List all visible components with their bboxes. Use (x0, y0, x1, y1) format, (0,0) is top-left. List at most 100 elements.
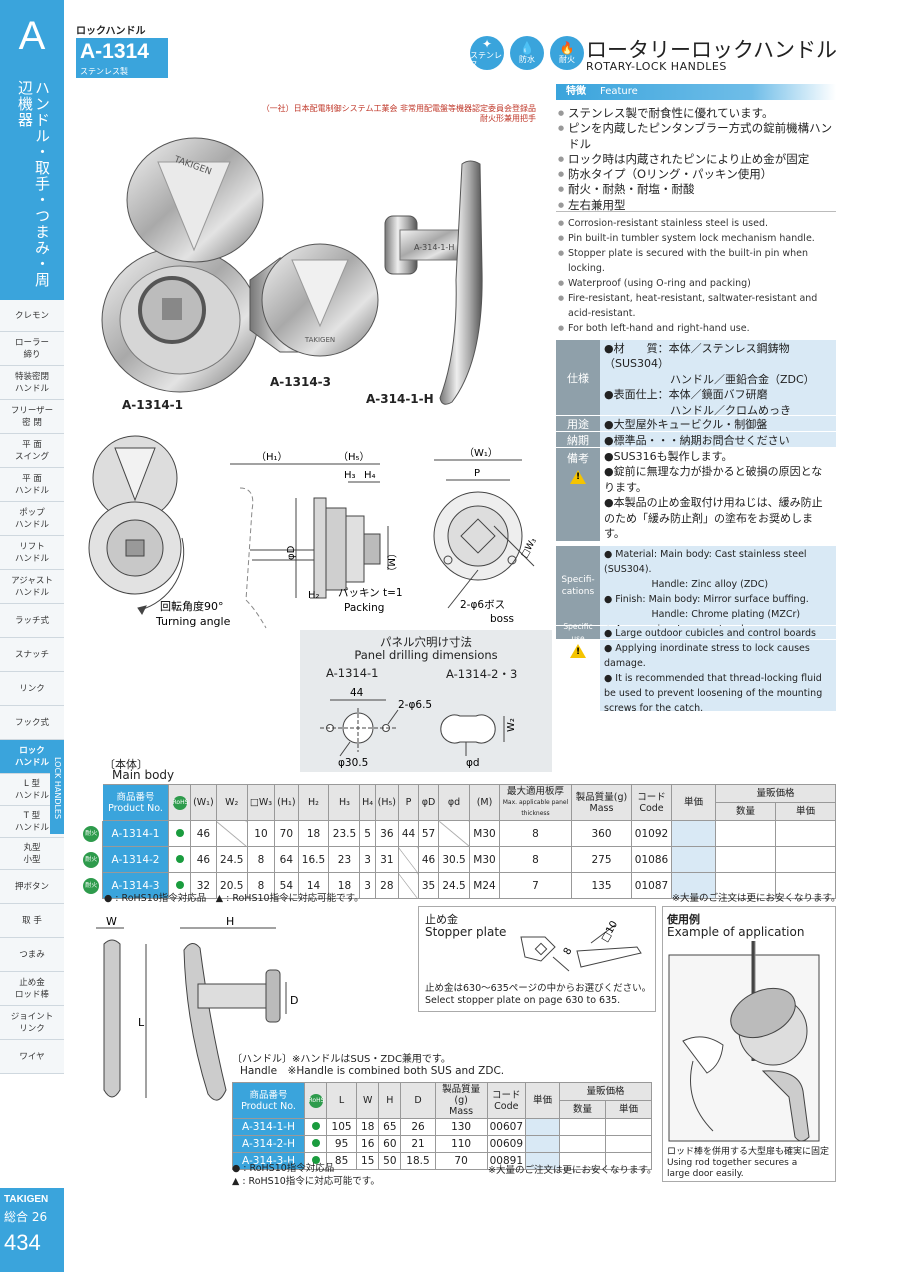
feature-list-en: Corrosion-resistant stainless steel is u… (558, 216, 840, 336)
warning-icon (570, 470, 586, 484)
sidebar-nav: クレモンローラー締り特装密閉ハンドルフリーザー密 閉平 面スイング平 面ハンドル… (0, 300, 64, 1074)
application-example-box: 使用例 Example of application ロッド棒を併用する大型扉も… (662, 906, 836, 1182)
svg-text:W: W (106, 915, 117, 928)
svg-text:2-φ6ボス: 2-φ6ボス (460, 599, 505, 611)
remark-line: ●SUS316も製作します。 (604, 450, 733, 463)
sidebar-item[interactable]: ポップハンドル (0, 502, 64, 536)
spec-line-en: Handle: Zinc alloy (ZDC) (604, 579, 769, 590)
spec-line-en: Handle: Chrome plating (MZCr) (604, 609, 801, 620)
volume-note: ※大量のご注文は更にお安くなります。 (672, 893, 841, 904)
unit-price-cell (525, 1152, 560, 1170)
section-vertical-title: ハンドル・取手・つまみ・周辺機器 (16, 80, 51, 288)
spec-lines: ●材 質：本体／ステンレス鋼鋳物（SUS304） ハンドル／亜鉛合金（ZDC）●… (600, 340, 836, 447)
fire-resistant-badge: 耐火 (83, 877, 100, 894)
unit-price-cell (671, 872, 716, 899)
spec-line-en: ● Finish: Main body: Mirror surface buff… (604, 594, 809, 605)
sidebar-item[interactable]: 丸型小型 (0, 838, 64, 870)
rohs-dot (175, 880, 184, 889)
sidebar-item[interactable]: 平 面ハンドル (0, 468, 64, 502)
section-letter: A (18, 14, 46, 58)
feature-item: ロック時は内蔵されたピンにより止め金が固定 (558, 152, 840, 168)
model-material: ステンレス製 (80, 67, 128, 76)
product-number: A-314-1-H (232, 1118, 305, 1136)
rohs-dot (175, 828, 184, 837)
water-drop-icon: 💧防水 (510, 36, 544, 70)
panel-drilling-box: パネル穴明け寸法 Panel drilling dimensions A-131… (300, 630, 552, 772)
sidebar-item[interactable]: ローラー締り (0, 332, 64, 366)
sidebar-item[interactable]: クレモン (0, 300, 64, 332)
remark-line-en: ● It is recommended that thread-locking … (604, 673, 826, 714)
sidebar-item[interactable]: 平 面スイング (0, 434, 64, 468)
volume-note-2: ※大量のご注文は更にお安くなります。 (488, 1165, 657, 1176)
sidebar-item[interactable]: ジョイントリンク (0, 1006, 64, 1040)
qty-cell (715, 872, 776, 899)
svg-text:（H₅）: （H₅） (338, 451, 370, 463)
qty-cell (715, 820, 776, 847)
a1314-1-photo: TAKIGEN (101, 137, 264, 393)
sidebar-item[interactable]: 特装密閉ハンドル (0, 366, 64, 400)
svg-text:（W₁）: （W₁） (464, 447, 498, 459)
spec-line-en: ● Material: Main body: Cast stainless st… (604, 549, 810, 575)
sidebar-item[interactable]: ラッチ式 (0, 604, 64, 638)
remark-line-en: ● Applying inordinate stress to lock cau… (604, 643, 813, 669)
sidebar-item[interactable]: リンク (0, 672, 64, 706)
rohs-dot (311, 1156, 320, 1164)
turning-angle-en: Turning angle (155, 615, 231, 628)
sidebar-item[interactable]: 止め金ロッド棒 (0, 972, 64, 1006)
svg-text:D: D (290, 994, 298, 1007)
feature-list-jp: ステンレス製で耐食性に優れています。ピンを内蔵したピンタンブラー方式の錠前機構ハ… (558, 106, 840, 213)
feature-item: ステンレス製で耐食性に優れています。 (558, 106, 840, 122)
sidebar-item[interactable]: アジャストハンドル (0, 570, 64, 604)
feature-item-en: Pin built-in tumbler system lock mechani… (558, 231, 840, 246)
svg-text:H: H (226, 915, 234, 928)
main-body-title-jp: 〔本体〕 (104, 758, 148, 771)
sidebar-item[interactable]: フリーザー密 閉 (0, 400, 64, 434)
delivery-text: ●標準品・・・納期お問合せください (600, 432, 836, 447)
volume-price-cell (775, 846, 836, 873)
sidebar-item[interactable]: 押ボタン (0, 870, 64, 904)
warning-icon (570, 644, 586, 658)
flame-icon: 🔥耐火 (550, 36, 584, 70)
caption-a1314-3: A-1314-3 (270, 375, 331, 389)
feature-item-en: Fire-resistant, heat-resistant, saltwate… (558, 291, 840, 321)
category-label: ロックハンドル (76, 26, 146, 37)
a314-1-h-photo: A-314-1-H (384, 160, 483, 405)
page-title: ロータリーロックハンドル (586, 38, 837, 62)
remarks-jp: ●SUS316も製作します。●錠前に無理な力が掛かると破損の原因となります。●本… (600, 448, 836, 541)
handle-engraving: A-314-1-H (414, 243, 454, 252)
handle-drawing: W H L D (96, 915, 298, 1101)
svg-text:2-φ6.5: 2-φ6.5 (398, 699, 432, 711)
svg-text:W₂: W₂ (506, 718, 517, 732)
sidebar-item[interactable]: つまみ (0, 938, 64, 972)
volume-price-cell (775, 872, 836, 899)
feature-item-en: Corrosion-resistant stainless steel is u… (558, 216, 840, 231)
sparkle-icon: ✦ステンレス (470, 36, 504, 70)
rohs-dot (175, 854, 184, 863)
svg-text:□W₃: □W₃ (520, 536, 539, 560)
svg-text:（H₁）: （H₁） (256, 451, 288, 463)
sidebar-item[interactable]: 取 手 (0, 904, 64, 938)
feature-item: ピンを内蔵したピンタンブラー方式の錠前機構ハンドル (558, 121, 840, 152)
unit-price-cell (671, 846, 716, 873)
sidebar-item[interactable]: リフトハンドル (0, 536, 64, 570)
svg-text:L: L (138, 1016, 145, 1029)
svg-text:□10: □10 (600, 919, 621, 944)
sidebar-item[interactable]: ワイヤ (0, 1040, 64, 1074)
volume-price-cell (775, 820, 836, 847)
main-body-title-en: Main body (112, 768, 175, 782)
remark-line: ●錠前に無理な力が掛かると破損の原因となります。 (604, 465, 823, 494)
svg-text:P: P (474, 468, 480, 479)
certification-note: （一社）日本配電制御システム工業会 非常用配電盤等機器認定委員会登録品 耐火形兼… (261, 104, 536, 123)
product-number: A-314-3-H (232, 1152, 305, 1170)
spec-line: ●表面仕上：本体／鏡面バフ研磨 (604, 388, 768, 402)
sidebar-item[interactable]: フック式 (0, 706, 64, 740)
turning-angle-jp: 回転角度90° (160, 599, 224, 613)
sidebar-item[interactable]: スナッチ (0, 638, 64, 672)
